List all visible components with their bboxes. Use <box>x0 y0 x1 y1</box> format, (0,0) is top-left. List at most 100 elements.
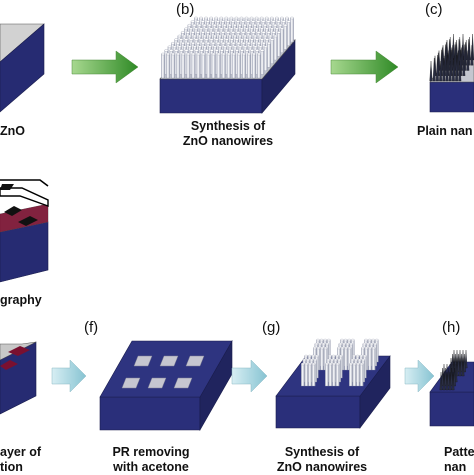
panel-f-label: (f) <box>84 319 99 336</box>
nanotip <box>455 54 459 82</box>
nanotip <box>453 367 456 387</box>
nanotip <box>448 60 452 82</box>
nanotip <box>442 371 446 391</box>
nanotip <box>442 57 446 82</box>
panel-a-caption-line-1: ZnO <box>0 124 25 138</box>
nanowire <box>286 20 291 46</box>
pattern-window <box>173 377 193 389</box>
panel-d-substrate <box>0 203 49 283</box>
nanowire <box>325 362 329 387</box>
nanotip <box>450 367 453 387</box>
panel-g-label: (g) <box>262 319 281 336</box>
nanotip <box>441 367 444 387</box>
nanowire <box>270 38 275 64</box>
nanowire <box>252 52 256 79</box>
nanotip <box>462 55 466 76</box>
nanowire <box>206 52 211 79</box>
panel-f-caption: PR removing with acetone <box>96 445 206 475</box>
panel-h-caption-line-1: Patte <box>444 445 474 459</box>
nanotip <box>432 57 436 82</box>
nanowire <box>332 362 336 387</box>
panel-c-caption: Plain nan <box>417 124 473 139</box>
nanowire <box>191 52 196 79</box>
nanotip <box>463 353 466 373</box>
nanotip <box>447 367 450 387</box>
nanotip <box>458 60 462 82</box>
nanowire <box>257 52 261 79</box>
arrow-a-to-b <box>71 50 139 84</box>
nanowire <box>226 52 231 79</box>
nanowire <box>349 362 353 387</box>
panel-d-photomask <box>0 179 49 226</box>
nanowire <box>308 362 312 387</box>
nanotip <box>451 57 455 82</box>
nanowire <box>368 346 372 371</box>
panel-c-nanotip-array <box>429 33 474 82</box>
panel-h-nanotip-clusters <box>439 349 468 391</box>
nanowire <box>335 362 340 387</box>
panel-h-caption-line-2: nan <box>444 460 467 474</box>
pattern-window <box>147 377 167 389</box>
panel-g-caption: Synthesis of ZnO nanowires <box>262 445 382 475</box>
panel-d-caption-line-1: graphy <box>0 293 42 307</box>
nanowire <box>359 362 364 387</box>
panel-g-caption-line-1: Synthesis of <box>284 445 360 459</box>
nanotip <box>466 50 470 71</box>
nanowire <box>273 34 278 61</box>
panel-g-nanowire-clusters <box>301 338 379 387</box>
nanotip <box>458 357 462 377</box>
panel-a-substrate <box>0 23 45 113</box>
arrow-f-to-g <box>231 359 268 393</box>
panel-c-caption-line-1: Plain nan <box>417 124 473 138</box>
nanotip <box>439 60 443 82</box>
nanotip <box>451 371 455 391</box>
panel-h-label: (h) <box>442 319 461 336</box>
nanowire <box>166 52 170 79</box>
nanowire <box>260 49 265 75</box>
nanowire <box>181 52 186 79</box>
nanowire <box>241 52 246 79</box>
nanowire <box>347 346 352 371</box>
panel-h-caption: Patte nan <box>444 445 474 475</box>
nanowire <box>221 52 226 79</box>
nanotip <box>439 371 443 391</box>
nanowire <box>276 31 281 57</box>
nanowire <box>161 52 165 79</box>
nanowire <box>171 52 175 79</box>
nanowire <box>247 52 251 79</box>
nanotip <box>445 54 449 82</box>
panel-e-caption-line-2: tion <box>0 460 23 474</box>
panel-b-caption-line-2: ZnO nanowires <box>182 134 274 148</box>
nanowire <box>263 45 268 71</box>
nanowire <box>267 41 271 68</box>
nanowire <box>201 52 206 79</box>
nanowire <box>301 362 305 387</box>
panel-f-caption-line-2: with acetone <box>113 460 189 474</box>
panel-e-caption: ayer of tion <box>0 445 41 475</box>
nanowire <box>211 52 216 79</box>
nanowire <box>176 52 181 79</box>
panel-a-caption: ZnO <box>0 124 25 139</box>
nanotip <box>454 363 458 383</box>
nanowire <box>344 346 348 371</box>
nanotip <box>461 357 465 377</box>
nanowire <box>311 362 316 387</box>
arrow-e-to-f <box>51 359 87 393</box>
panel-c-label: (c) <box>425 1 443 18</box>
nanotip <box>470 45 474 66</box>
nanotip <box>435 54 439 82</box>
pattern-window <box>185 355 205 367</box>
nanowire <box>352 362 357 387</box>
nanowire <box>186 52 191 79</box>
nanowire <box>216 52 221 79</box>
panel-b-nanowire-array <box>161 16 294 79</box>
nanotip <box>448 371 452 391</box>
nanowire <box>320 346 324 371</box>
nanowire <box>280 27 284 53</box>
panel-f-caption-line-1: PR removing <box>112 445 190 459</box>
nanowire <box>283 23 288 50</box>
nanotip <box>457 353 460 373</box>
panel-b-label: (b) <box>176 1 195 18</box>
